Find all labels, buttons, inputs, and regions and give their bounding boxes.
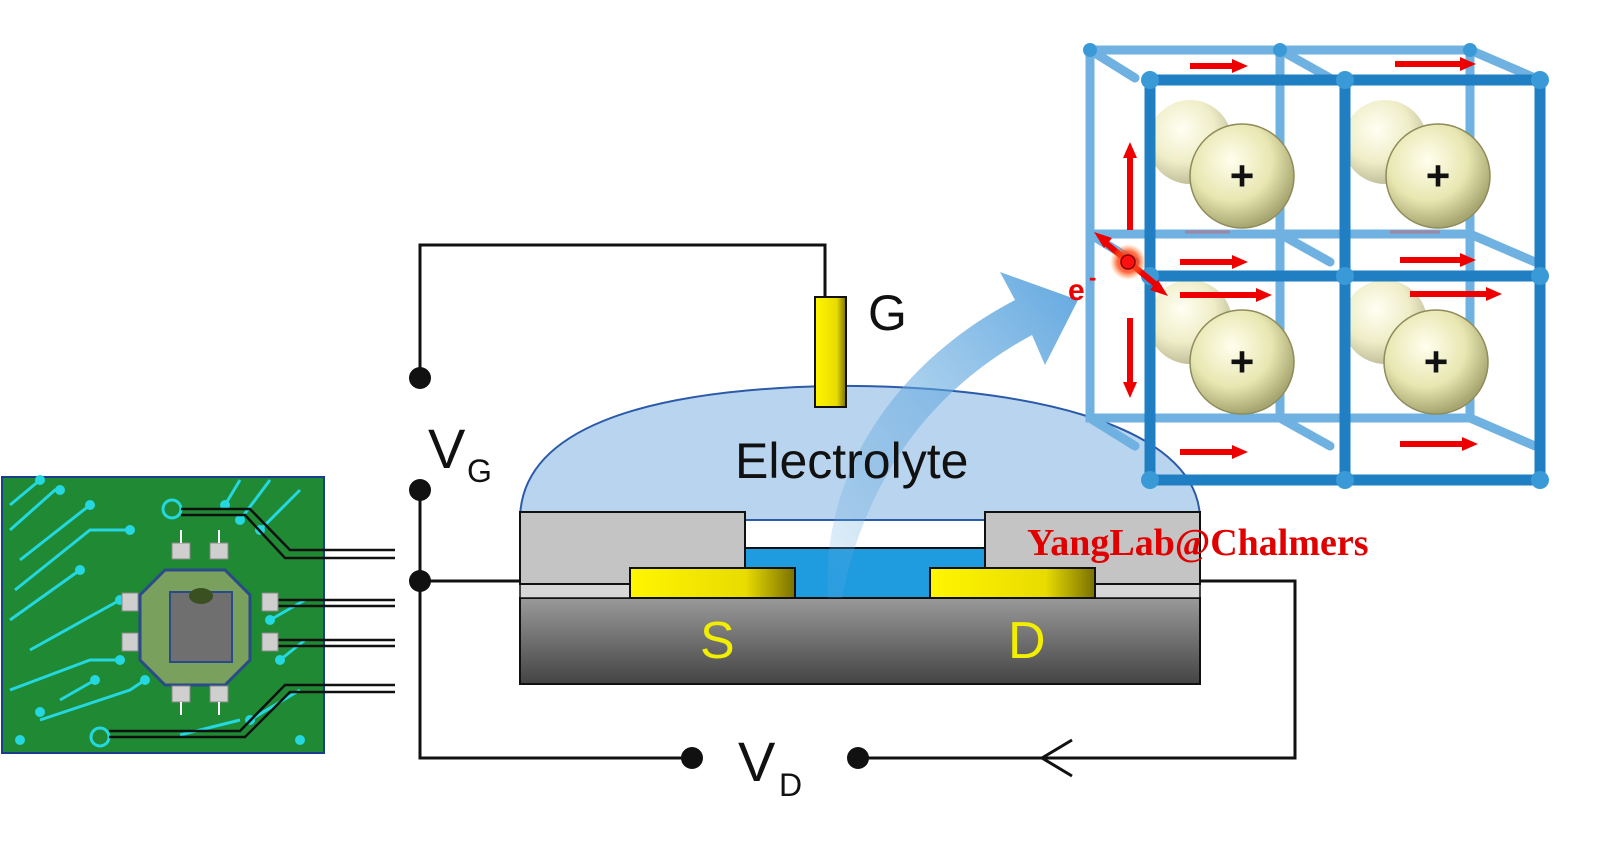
- current-direction-arrow: [1039, 738, 1073, 778]
- watermark: YangLab@Chalmers: [1027, 522, 1369, 564]
- cation-balls: [1189, 123, 1491, 415]
- electrolyte-label: Electrolyte: [735, 433, 968, 489]
- electron-superscript: -: [1089, 265, 1096, 290]
- drain-voltage-subscript: D: [779, 767, 802, 803]
- cation-symbol: +: [1426, 152, 1451, 199]
- substrate: [519, 597, 1201, 685]
- crystal-lattice: [1083, 43, 1549, 489]
- ion-transfer-arrow: [827, 272, 1078, 598]
- drain-label: D: [1008, 612, 1046, 670]
- electron-label: e: [1068, 274, 1085, 307]
- gate-label: G: [868, 285, 907, 341]
- drain-voltage-label: V: [738, 730, 776, 793]
- cation-symbol: +: [1230, 338, 1255, 385]
- drain-electrode: [929, 567, 1096, 599]
- source-electrode: [629, 567, 796, 599]
- gate-voltage-label: V: [428, 417, 466, 480]
- gate-electrode: [814, 296, 847, 408]
- pcb-chip-icon: [1, 475, 395, 754]
- gate-voltage-subscript: G: [467, 453, 492, 489]
- electron-path-arrows: [1094, 57, 1502, 459]
- cation-symbol: +: [1424, 338, 1449, 385]
- terminal-dots: [409, 367, 869, 769]
- source-label: S: [700, 612, 735, 670]
- cation-symbol: +: [1230, 152, 1255, 199]
